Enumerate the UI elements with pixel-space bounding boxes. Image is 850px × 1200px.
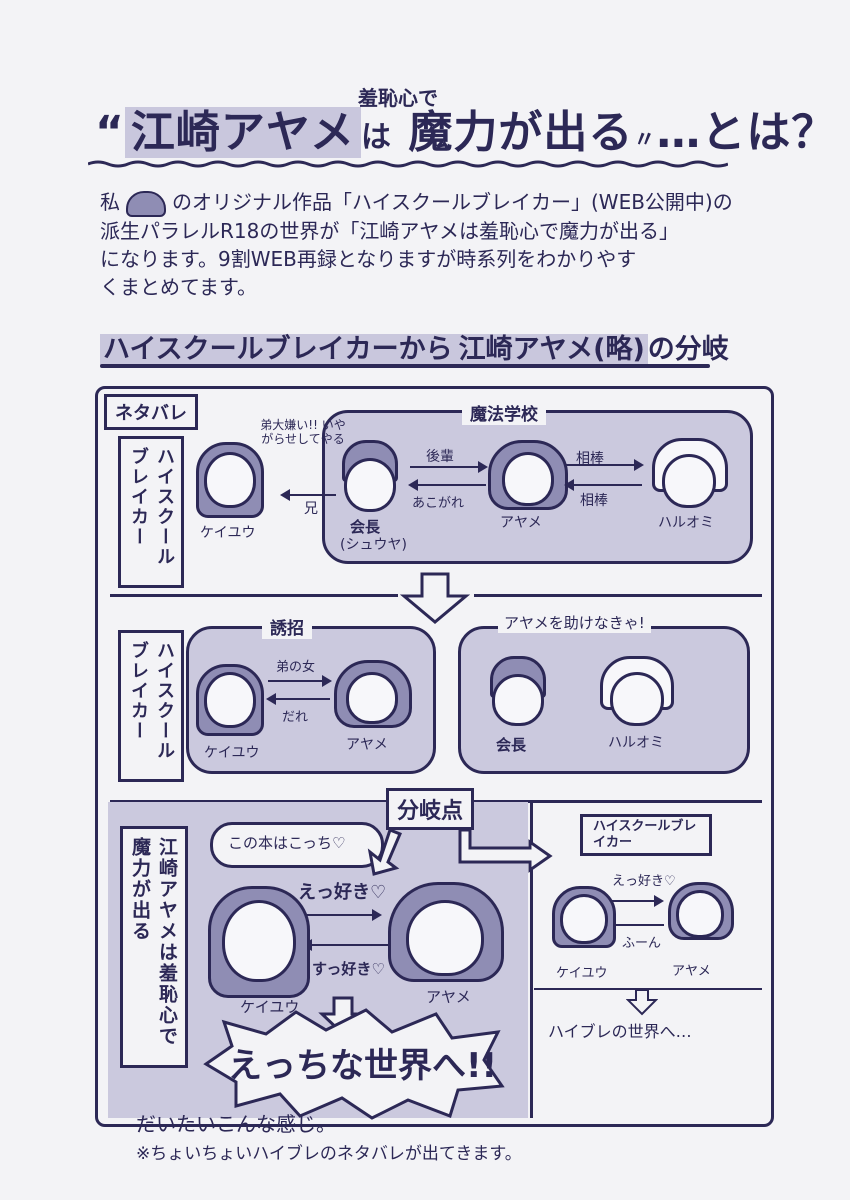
branch-point-label: 分岐点	[386, 788, 475, 830]
otouto-arrow	[268, 675, 332, 687]
page-title: “江崎アヤメは 魔力が出る〃…とは？	[95, 96, 836, 160]
dare-label: だれ	[282, 710, 309, 725]
aibou-arrow-right	[566, 459, 644, 471]
haruomi-label: ハルオミ	[658, 515, 714, 531]
ecchi-burst-icon	[203, 1008, 505, 1120]
ecchi-suki-label: えっ好き♡	[298, 882, 387, 903]
title-wavy-underline	[88, 160, 728, 168]
alt-ayame-face-icon	[676, 890, 724, 938]
title-ruby: 羞恥心で	[358, 86, 438, 110]
ani-arrow	[280, 489, 336, 501]
row3-side-label: 江崎アヤメは羞恥心で魔力が出る	[120, 826, 188, 1068]
row-divider-1b	[474, 594, 762, 597]
aibou-arrow-left	[564, 479, 642, 491]
down-arrow-1-icon	[400, 572, 470, 624]
keiyu3-label: ケイユウ	[240, 998, 300, 1016]
intro-line4: くまとめてます。	[100, 274, 257, 299]
alt-branch-label: ハイスクールブレイカー	[580, 814, 712, 856]
alt-down-arrow-icon	[626, 989, 658, 1016]
yuushou-title: 誘招	[262, 614, 312, 639]
title-dakuten: 〃	[633, 128, 657, 153]
section-title-part2: 江崎アヤメ(略)	[455, 334, 648, 365]
alt-ecchi-label: えっ好き♡	[612, 874, 676, 889]
title-suffix: …とは？	[656, 107, 837, 158]
haruomi2-face-icon	[610, 672, 664, 726]
keiyu-label: ケイユウ	[200, 525, 256, 541]
ayame2-label: アヤメ	[346, 737, 388, 753]
keiyu-shout: 弟大嫌い!! いやがらせしてやる	[260, 418, 346, 446]
akogare-arrow	[408, 479, 486, 491]
akogare-label: あこがれ	[412, 496, 465, 511]
spoiler-tag: ネタバレ	[104, 394, 198, 430]
keiyu3-face-icon	[222, 900, 296, 982]
ayame3-face-icon	[406, 900, 484, 976]
su-suki-label: すっ好き♡	[312, 960, 385, 978]
ecchi-suki-arrow	[292, 909, 382, 921]
section-underline	[100, 364, 710, 368]
intro-line2: 派生パラレルR18の世界が「江崎アヤメは羞恥心で魔力が出る」	[100, 218, 679, 243]
alt-keiyu-label: ケイユウ	[556, 966, 608, 981]
footer-line1: だいたいこんな感じ。	[136, 1112, 336, 1136]
aibou-label-1: 相棒	[576, 451, 604, 467]
intro-line1b: のオリジナル作品「ハイスクールブレイカー」(WEB公開中)の	[172, 190, 733, 214]
title-particle: は	[361, 120, 393, 155]
intro-line1a: 私	[100, 190, 120, 214]
kaicho2-face-icon	[492, 674, 544, 726]
haruomi2-label: ハルオミ	[608, 735, 664, 751]
alt-fuun-label: ふーん	[622, 936, 662, 951]
ayame2-face-icon	[346, 672, 398, 724]
aibou-label-2: 相棒	[580, 493, 608, 509]
ayame3-label: アヤメ	[426, 988, 471, 1006]
keiyu-face-icon	[204, 452, 256, 508]
su-suki-arrow	[302, 939, 388, 951]
alt-ayame-label: アヤメ	[672, 964, 711, 979]
keiyu2-label: ケイユウ	[204, 745, 260, 761]
intro-text: 私 のオリジナル作品「ハイスクールブレイカー」(WEB公開中)の 派生パラレルR1…	[100, 188, 740, 301]
kohai-arrow	[410, 461, 488, 473]
dare-arrow	[266, 693, 330, 705]
section-title-part1: ハイスクールブレイカーから	[100, 334, 456, 365]
title-rest: 魔力が出る	[408, 107, 634, 158]
row1-side-label: ハイスクールブレイカー	[118, 436, 184, 588]
branch-arrows-icon	[367, 828, 553, 876]
branch-divider	[530, 802, 533, 1118]
ayame-face-icon	[502, 452, 554, 506]
intro-line3: になります。9割WEB再録となりますが時系列をわかりやす	[100, 246, 637, 271]
otouto-label: 弟の女	[276, 660, 316, 675]
alt-ecchi-arrow	[606, 895, 664, 907]
ayame-label: アヤメ	[500, 515, 542, 531]
footer-line2: ※ちょいちょいハイブレのネタバレが出てきます。	[136, 1144, 522, 1164]
this-book-bubble	[210, 822, 384, 868]
section-title: ハイスクールブレイカーから江崎アヤメ(略)の分岐	[100, 327, 729, 366]
kaicho-label: 会長	[350, 518, 381, 536]
kaicho-face-icon	[344, 458, 396, 512]
alt-world-label: ハイブレの世界へ…	[548, 1022, 692, 1041]
title-name: 江崎アヤメ	[124, 107, 362, 158]
kaicho-sub-label: (シュウヤ)	[340, 537, 407, 553]
author-avatar-icon	[126, 190, 166, 217]
this-book-label: この本はこっち♡	[228, 834, 346, 852]
alt-keiyu-face-icon	[560, 894, 608, 944]
kohai-label: 後輩	[426, 449, 454, 465]
ecchi-world-banner: えっちな世界へ!!	[228, 1046, 498, 1086]
ani-label: 兄	[304, 501, 318, 517]
keiyu2-face-icon	[204, 672, 256, 728]
row2-side-label: ハイスクールブレイカー	[118, 630, 184, 782]
haruomi-face-icon	[662, 454, 716, 508]
magic-school-title: 魔法学校	[462, 400, 546, 425]
alt-fuun-arrow	[606, 919, 664, 931]
title-quote: “	[95, 107, 125, 158]
row-divider-1a	[110, 594, 398, 597]
rescue-title: アヤメを助けなきゃ!	[498, 612, 651, 633]
section-title-part3: の分岐	[647, 334, 729, 365]
kaicho2-label: 会長	[496, 736, 527, 754]
